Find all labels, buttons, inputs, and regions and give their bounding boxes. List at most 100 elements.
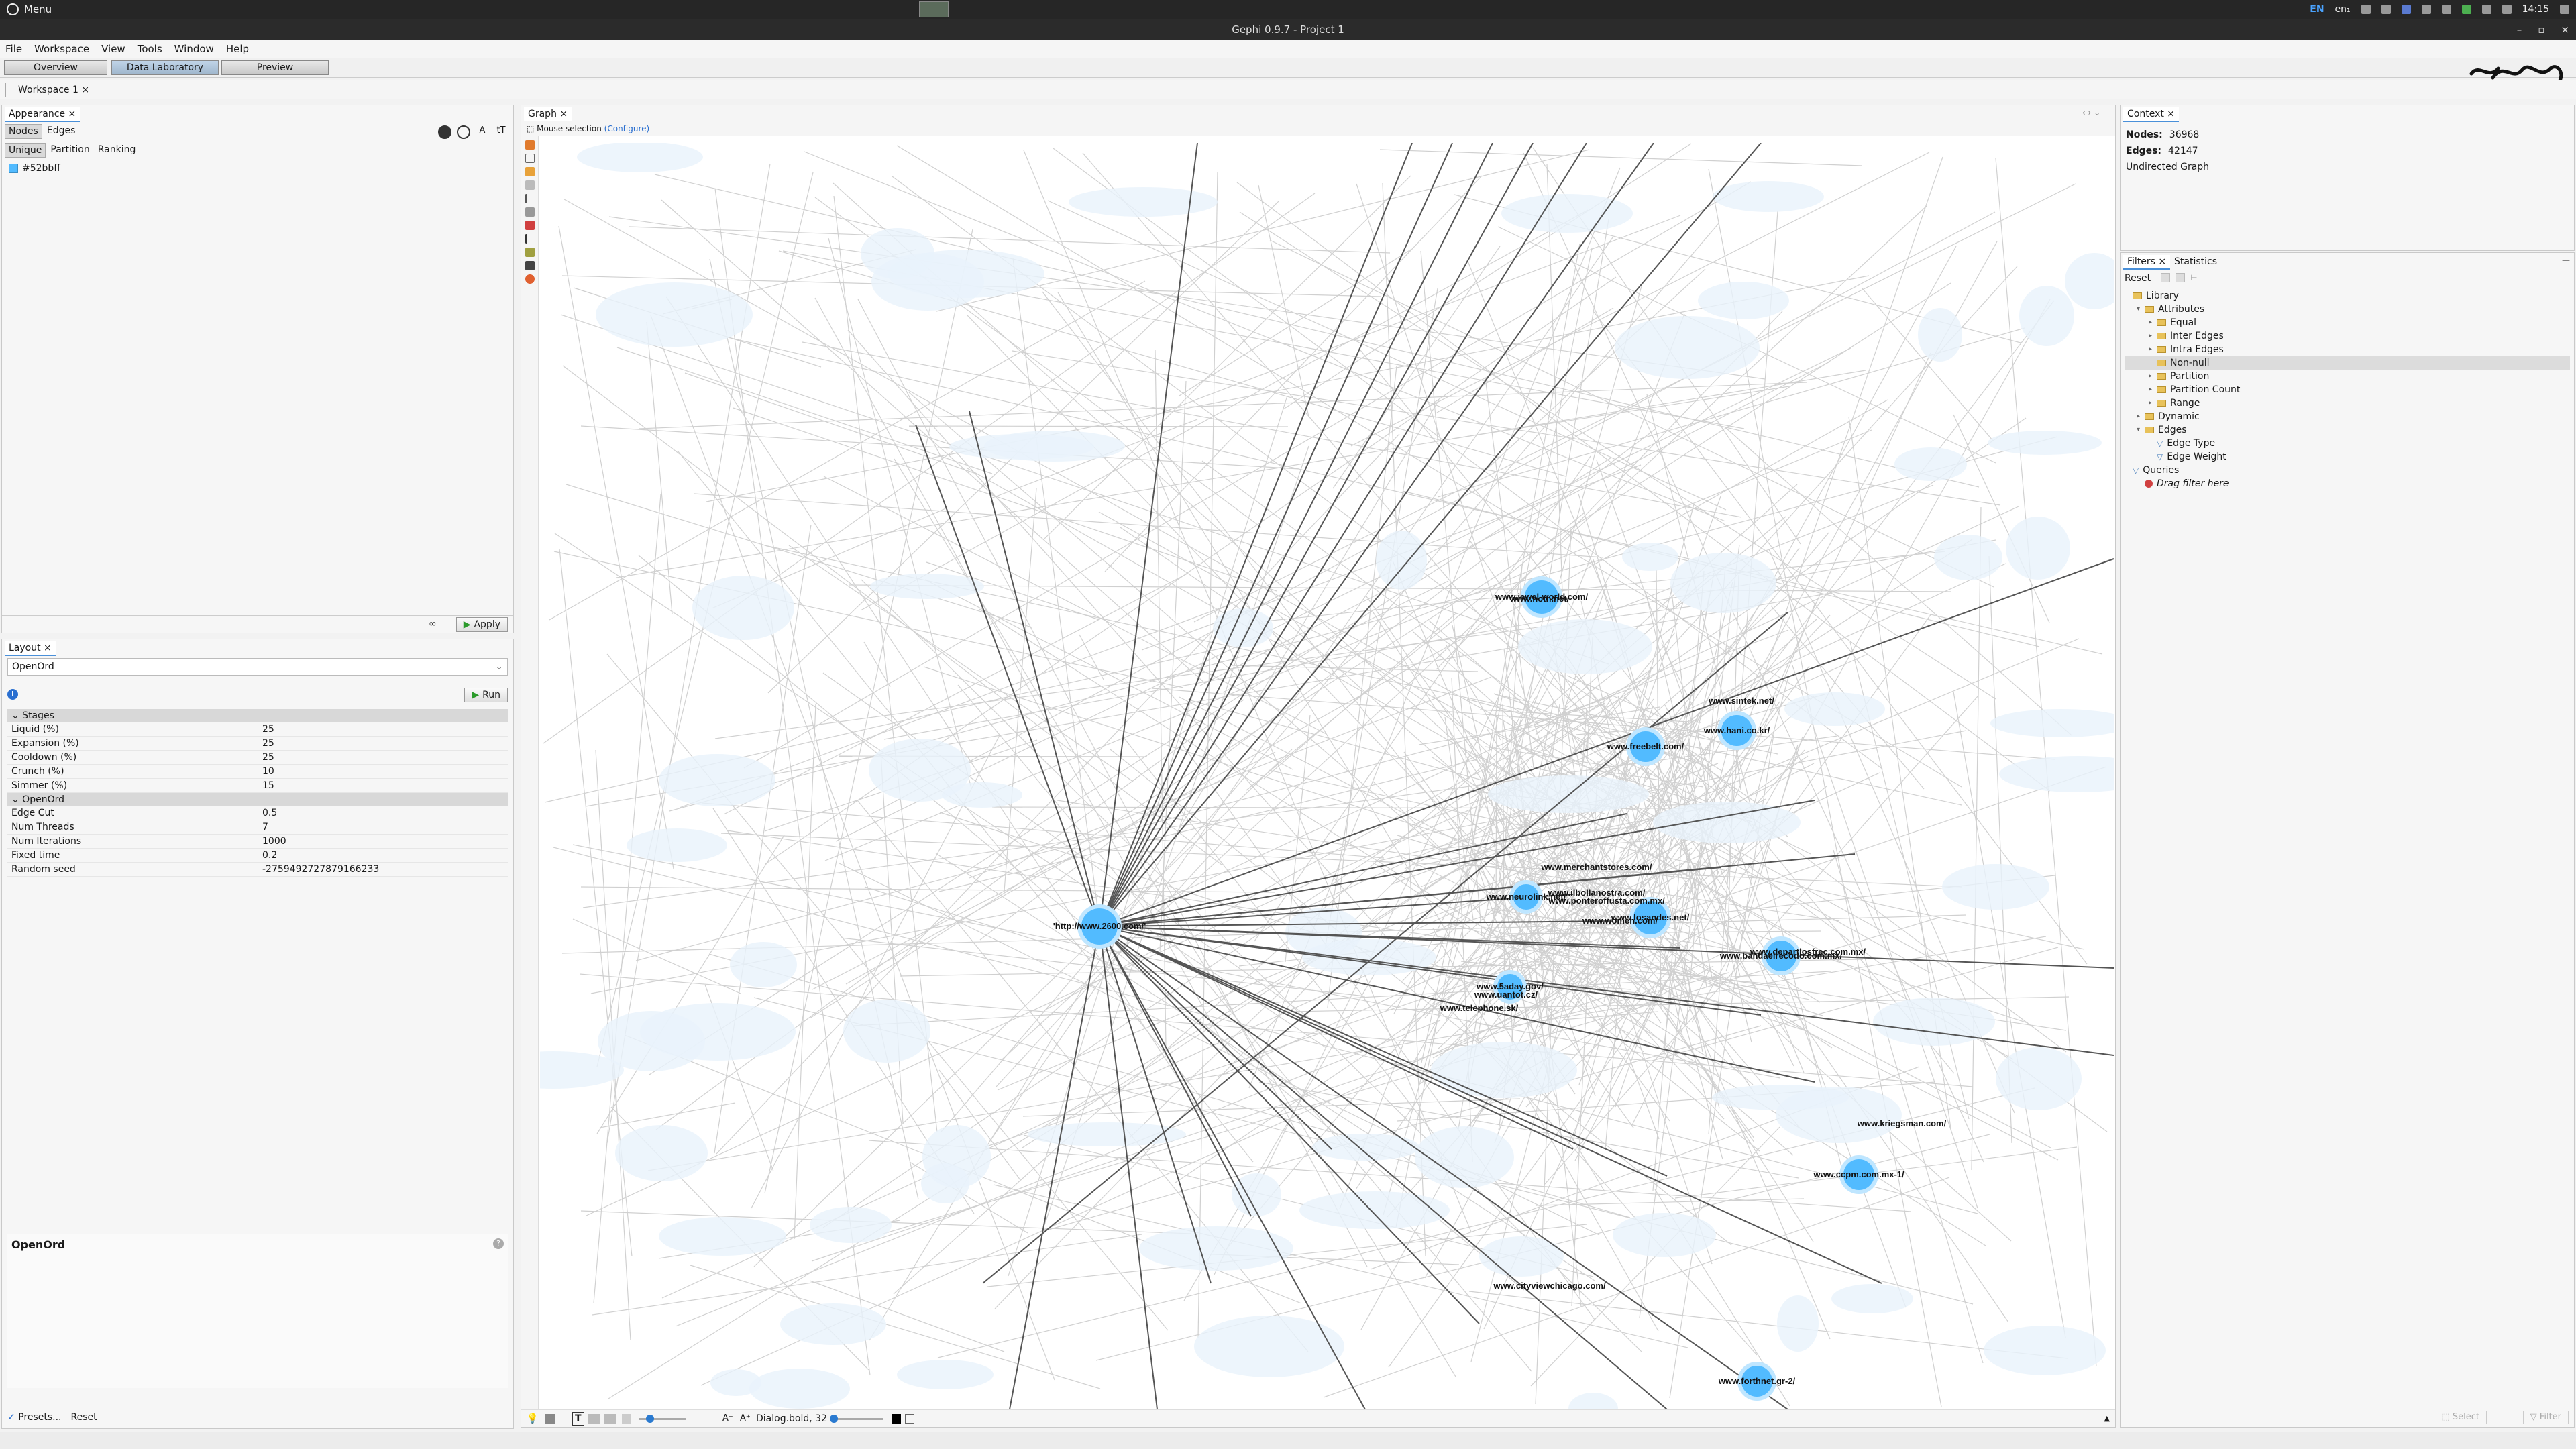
label-color-icon[interactable]: A — [479, 125, 486, 136]
workspace-tab-close-icon[interactable]: × — [81, 85, 90, 95]
property-section-header[interactable]: ⌄ Stages — [7, 709, 508, 722]
os-menu-button[interactable]: Menu — [7, 3, 52, 15]
graph-node[interactable] — [1626, 727, 1665, 766]
tray-power-icon[interactable] — [2560, 5, 2569, 14]
property-value[interactable]: 0.5 — [262, 808, 278, 818]
property-value[interactable]: 0.2 — [262, 850, 278, 861]
unique-color-row[interactable]: #52bbff — [9, 163, 60, 174]
size-icon[interactable] — [457, 125, 470, 139]
graph-visualization[interactable]: 'http://www.2600.com/'www.jewel-world.co… — [540, 143, 2114, 1409]
keyboard-language[interactable]: EN — [2310, 4, 2324, 15]
tray-battery-icon[interactable] — [2381, 5, 2391, 14]
tab-unique[interactable]: Unique — [5, 143, 46, 158]
edit-icon[interactable] — [525, 180, 535, 190]
label-options-icon[interactable] — [905, 1414, 914, 1424]
clock[interactable]: 14:15 — [2522, 4, 2549, 15]
filter-tree-item[interactable]: ▸Equal — [2125, 316, 2570, 329]
property-value[interactable]: 25 — [262, 752, 274, 763]
graph-node[interactable] — [1521, 576, 1562, 618]
property-section-header[interactable]: ⌄ OpenOrd — [7, 793, 508, 806]
tray-bluetooth-icon[interactable] — [2401, 5, 2411, 14]
graph-node[interactable] — [1629, 897, 1671, 938]
layout-tab[interactable]: Layout × — [5, 641, 56, 656]
graph-node[interactable] — [1509, 880, 1543, 914]
painter-icon[interactable] — [525, 274, 535, 284]
layout-reset-button[interactable]: Reset — [70, 1412, 97, 1423]
menu-help[interactable]: Help — [225, 43, 250, 55]
filter-tree-item[interactable]: ▸Partition — [2125, 370, 2570, 383]
keyboard-layout[interactable]: en₁ — [2334, 4, 2351, 15]
filter-toolbar-icon[interactable] — [2161, 273, 2170, 282]
filter-tree-item[interactable]: ▸Range — [2125, 396, 2570, 410]
filter-tree-item[interactable]: ▸Dynamic — [2125, 410, 2570, 423]
label-color-swatch[interactable] — [892, 1414, 901, 1424]
brush-icon[interactable] — [525, 207, 535, 217]
filters-tab[interactable]: Filters × — [2123, 255, 2171, 270]
font-size-down-icon[interactable]: A⁻ — [722, 1413, 733, 1424]
configure-link[interactable]: (Configure) — [604, 124, 650, 133]
graph-tab[interactable]: Graph × — [524, 107, 572, 122]
expand-arrow-icon[interactable]: ▸ — [2149, 345, 2153, 353]
menu-window[interactable]: Window — [174, 43, 214, 55]
property-row[interactable]: Crunch (%)10 — [7, 765, 508, 779]
filter-tree-item[interactable]: Non-null — [2125, 356, 2570, 370]
expand-arrow-icon[interactable]: ▸ — [2149, 399, 2153, 407]
tab-ranking[interactable]: Ranking — [97, 144, 136, 155]
presets-button[interactable]: ✓ Presets... — [7, 1412, 62, 1423]
filter-tree-item[interactable]: ▾Attributes — [2125, 303, 2570, 316]
graph-node[interactable] — [1839, 1155, 1878, 1194]
property-row[interactable]: Liquid (%)25 — [7, 722, 508, 737]
tray-clipboard-icon[interactable] — [2421, 5, 2431, 14]
tab-nodes[interactable]: Nodes — [5, 124, 42, 139]
layout-algorithm-select[interactable]: OpenOrd ⌄ — [7, 658, 508, 676]
property-row[interactable]: Random seed-2759492727879166233 — [7, 863, 508, 877]
minimize-context-icon[interactable]: — — [2562, 108, 2570, 117]
property-value[interactable]: 25 — [262, 724, 274, 735]
property-value[interactable]: 25 — [262, 738, 274, 749]
label-size-slider[interactable] — [830, 1415, 883, 1423]
filter-tree-item[interactable]: ▽Queries — [2125, 464, 2570, 477]
filter-tree-item[interactable]: ▸Inter Edges — [2125, 329, 2570, 343]
property-value[interactable]: 10 — [262, 766, 274, 777]
expand-arrow-icon[interactable]: ▾ — [2137, 426, 2141, 433]
expand-arrow-icon[interactable]: ▸ — [2149, 372, 2153, 380]
property-value[interactable]: -2759492727879166233 — [262, 864, 380, 875]
workspace-tab[interactable]: Workspace 1 × — [5, 83, 96, 97]
mouse-selection-icon[interactable]: ⬚ — [527, 124, 537, 133]
filter-tree-item[interactable]: ▽Edge Weight — [2125, 450, 2570, 464]
property-value[interactable]: 15 — [262, 780, 274, 791]
perspective-preview-button[interactable]: Preview — [221, 60, 329, 75]
filter-tree-item[interactable]: Library — [2125, 289, 2570, 303]
minimize-panel-icon[interactable]: — — [501, 108, 509, 117]
graph-window-controls[interactable]: ‹ › ⌄ — — [2082, 108, 2111, 117]
property-row[interactable]: Simmer (%)15 — [7, 779, 508, 793]
menu-workspace[interactable]: Workspace — [34, 43, 90, 55]
expand-arrow-icon[interactable]: ▸ — [2149, 319, 2153, 326]
filter-button[interactable]: ▽ Filter — [2522, 1411, 2569, 1424]
tray-volume-icon[interactable] — [2502, 5, 2512, 14]
font-size-up-icon[interactable]: A⁺ — [740, 1413, 751, 1424]
minimize-layout-icon[interactable]: — — [501, 642, 509, 651]
filter-tree-item[interactable]: Drag filter here — [2125, 477, 2570, 490]
filter-toolbar-icon[interactable] — [2176, 273, 2185, 282]
menu-view[interactable]: View — [101, 43, 125, 55]
edge-scale-slider[interactable] — [639, 1415, 686, 1423]
property-row[interactable]: Expansion (%)25 — [7, 737, 508, 751]
expand-arrow-icon[interactable]: ▸ — [2149, 332, 2153, 339]
run-button[interactable]: ▶Run — [464, 688, 508, 702]
color-palette-icon[interactable] — [438, 125, 451, 139]
apply-button[interactable]: ▶Apply — [455, 617, 508, 632]
graph-canvas[interactable]: 'http://www.2600.com/'www.jewel-world.co… — [540, 143, 2114, 1409]
filter-tree-item[interactable]: ▽Edge Type — [2125, 437, 2570, 450]
size-modifier-icon[interactable] — [525, 221, 535, 230]
label-color-mode-icon[interactable] — [604, 1414, 616, 1424]
label-mode-icon[interactable] — [588, 1414, 600, 1424]
rectangle-select-icon[interactable] — [525, 154, 535, 163]
expand-arrow-icon[interactable]: ▸ — [2137, 413, 2141, 420]
graph-node[interactable] — [1717, 711, 1756, 750]
perspective-data-laboratory-button[interactable]: Data Laboratory — [111, 60, 219, 75]
info-icon[interactable]: i — [7, 689, 18, 700]
